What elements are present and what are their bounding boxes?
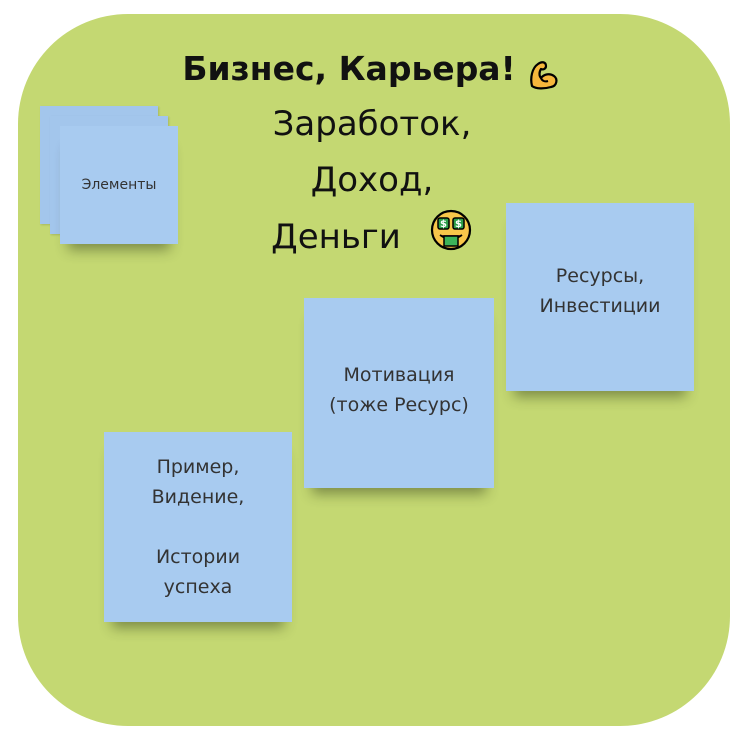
sticky-note-resources[interactable]: Ресурсы, Инвестиции	[506, 203, 694, 391]
sticky-note-elements-text: Элементы	[81, 177, 157, 193]
title-line-4: Деньги $ $	[0, 208, 744, 269]
sticky-note-resources-text: Ресурсы, Инвестиции	[539, 265, 661, 317]
title-line-2: Заработок,	[272, 103, 472, 144]
board-title-block: Бизнес, Карьера! Заработок, Доход, Деньг…	[0, 44, 744, 269]
title-line-4-text: Деньги	[271, 216, 401, 257]
sticky-note-elements[interactable]: Элементы	[60, 126, 178, 244]
money-mouth-face-icon: $ $	[429, 208, 473, 269]
board-title: Бизнес, Карьера!	[182, 49, 516, 88]
sticky-note-example[interactable]: Пример, Видение, Истории успеха	[104, 432, 292, 622]
sticky-note-motivation[interactable]: Мотивация (тоже Ресурс)	[304, 298, 494, 488]
title-line-3: Доход,	[310, 159, 434, 200]
flexed-biceps-icon	[526, 56, 562, 96]
svg-text:$: $	[440, 219, 447, 230]
sticky-note-example-text: Пример, Видение, Истории успеха	[151, 456, 245, 598]
sticky-note-motivation-text: Мотивация (тоже Ресурс)	[329, 364, 469, 416]
svg-text:$: $	[455, 219, 462, 230]
title-line-1: Бизнес, Карьера!	[0, 44, 744, 96]
